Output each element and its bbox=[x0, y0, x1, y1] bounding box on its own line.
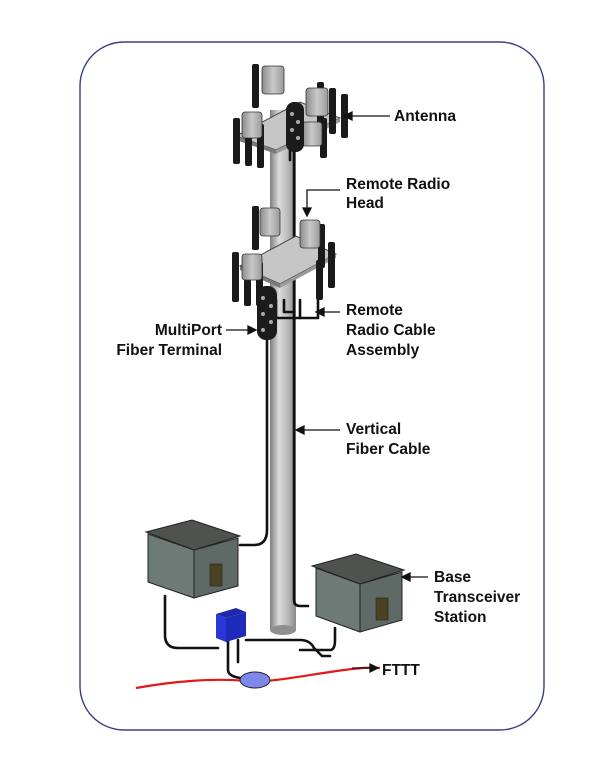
label-multiport-fiber-terminal-1: MultiPort bbox=[155, 322, 222, 339]
fiber-closure-upper bbox=[286, 102, 304, 152]
remote-radio-head bbox=[241, 111, 263, 139]
label-vertical-fiber-cable-2: Fiber Cable bbox=[346, 441, 431, 458]
label-base-transceiver-station-2: Transceiver bbox=[434, 589, 520, 606]
label-vertical-fiber-cable-1: Vertical bbox=[346, 421, 401, 438]
label-remote-radio-cable-3: Assembly bbox=[346, 342, 420, 359]
label-remote-radio-head-2: Head bbox=[346, 195, 384, 212]
callout-arrows bbox=[226, 110, 428, 674]
remote-radio-head bbox=[301, 121, 323, 147]
junction-box bbox=[216, 608, 246, 642]
remote-radio-head bbox=[241, 253, 263, 281]
label-antenna: Antenna bbox=[394, 108, 456, 125]
tower-pole bbox=[270, 110, 296, 635]
multiport-fiber-terminal bbox=[257, 286, 277, 340]
label-remote-radio-cable-2: Radio Cable bbox=[346, 322, 436, 339]
label-base-transceiver-station-1: Base bbox=[434, 569, 471, 586]
remote-radio-head bbox=[261, 65, 285, 95]
remote-radio-head bbox=[305, 87, 329, 117]
base-transceiver-cabinet-left bbox=[144, 519, 242, 599]
label-fttt: FTTT bbox=[382, 662, 420, 679]
label-remote-radio-head-1: Remote Radio bbox=[346, 176, 450, 193]
antenna-array-upper bbox=[233, 64, 348, 168]
remote-radio-head bbox=[259, 207, 281, 237]
label-base-transceiver-station-3: Station bbox=[434, 609, 487, 626]
splice-closure bbox=[239, 671, 271, 689]
label-multiport-fiber-terminal-2: Fiber Terminal bbox=[116, 342, 222, 359]
label-remote-radio-cable-1: Remote bbox=[346, 302, 403, 319]
antenna-array-lower bbox=[232, 206, 338, 306]
base-transceiver-cabinet-right bbox=[310, 553, 406, 633]
remote-radio-head bbox=[299, 219, 321, 249]
